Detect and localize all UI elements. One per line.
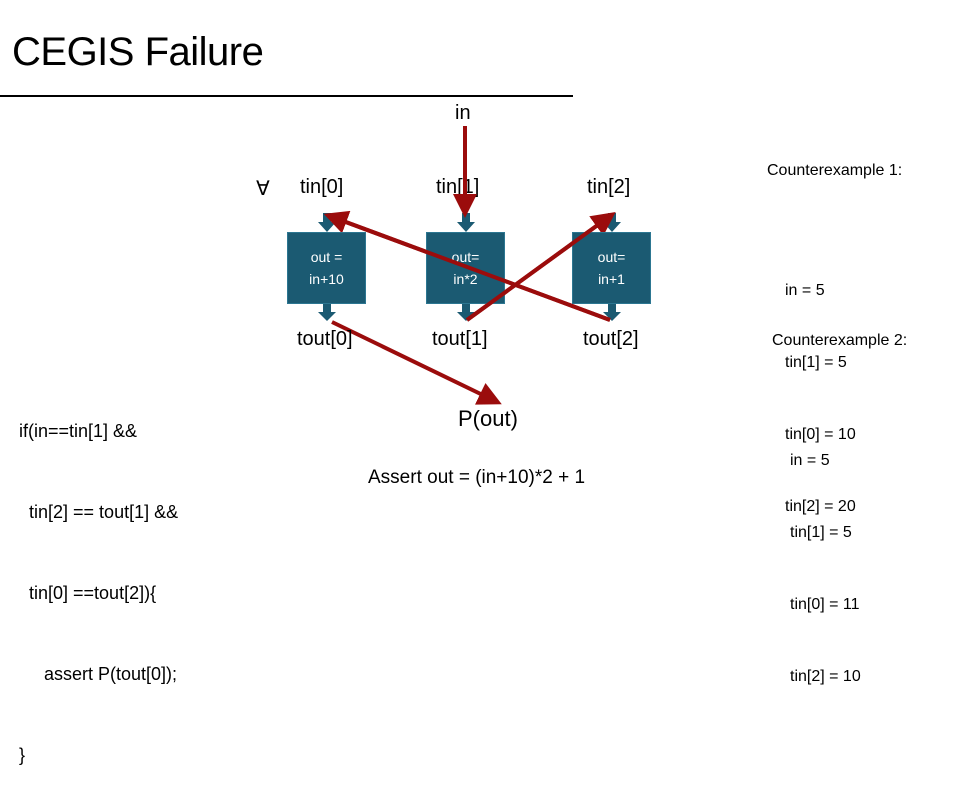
- counterexample-line: tin[1] = 5: [785, 354, 847, 371]
- counterexample-title: Counterexample 1:: [767, 162, 903, 179]
- tin-2-label: tin[2]: [587, 176, 631, 198]
- tout0-to-property-arrow: [331, 320, 502, 405]
- counterexample-line: tin[0] = 11: [790, 596, 860, 613]
- box-0-line1: out =: [310, 249, 343, 265]
- box-1-line2: in*2: [453, 271, 478, 287]
- property-label: P(out): [458, 406, 518, 431]
- counterexample-line: tin[2] = 20: [785, 498, 856, 515]
- code-line: }: [19, 745, 26, 765]
- code-line: if(in==tin[1] &&: [19, 421, 138, 441]
- tout-2-label: tout[2]: [583, 328, 639, 350]
- counterexample-1: Counterexample 1: in = 5 tin[1] = 5 tin[…: [767, 111, 902, 591]
- input-label: in: [455, 102, 471, 124]
- function-box-2: out= in+1: [572, 232, 651, 304]
- function-box-1: out= in*2: [426, 232, 505, 304]
- tin-0-label: tin[0]: [300, 176, 344, 198]
- tin-1-label: tin[1]: [436, 176, 480, 198]
- counterexample-title: Counterexample 2:: [772, 332, 908, 349]
- code-line: tin[2] == tout[1] &&: [19, 502, 179, 522]
- counterexample-line: in = 5: [785, 282, 825, 299]
- counterexample-line: in = 5: [790, 452, 830, 469]
- code-line: assert P(tout[0]);: [19, 664, 178, 684]
- title-underline: [0, 95, 573, 97]
- counterexample-line: tin[0] = 10: [785, 426, 856, 443]
- counterexample-2: Counterexample 2: in = 5 tin[1] = 5 tin[…: [772, 281, 907, 761]
- box-0-line2: in+10: [309, 271, 344, 287]
- box-1-line1: out=: [451, 249, 480, 265]
- function-box-0: out = in+10: [287, 232, 366, 304]
- assert-text: Assert out = (in+10)*2 + 1: [368, 467, 586, 488]
- slide-title: CEGIS Failure: [12, 30, 264, 74]
- box-2-line2: in+1: [598, 271, 625, 287]
- tout-1-label: tout[1]: [432, 328, 488, 350]
- code-block: if(in==tin[1] && tin[2] == tout[1] && ti…: [19, 364, 178, 796]
- counterexample-line: tin[1] = 5: [790, 524, 852, 541]
- tout-0-label: tout[0]: [297, 328, 353, 350]
- counterexample-line: tin[2] = 10: [790, 668, 861, 685]
- code-line: tin[0] ==tout[2]){: [19, 583, 157, 603]
- box-2-line1: out=: [597, 249, 626, 265]
